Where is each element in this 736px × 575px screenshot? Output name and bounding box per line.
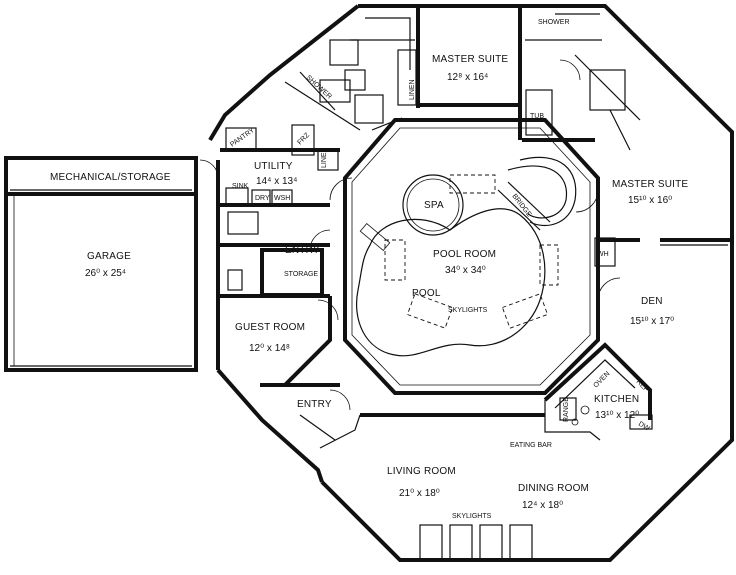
room-entry-bottom-name: ENTRY bbox=[285, 245, 320, 256]
room-pool-name: POOL bbox=[412, 288, 441, 299]
room-kitchen-dim: 13¹⁰ x 12⁰ bbox=[595, 410, 639, 421]
room-guest-room-dim: 12⁰ x 14⁸ bbox=[249, 343, 290, 354]
fixture-linen-utility: LINEN bbox=[321, 147, 328, 168]
room-kitchen-name: KITCHEN bbox=[594, 394, 639, 405]
fixture-ref: REF bbox=[635, 378, 650, 393]
skylights-pool bbox=[359, 174, 559, 329]
room-garage-name: GARAGE bbox=[87, 251, 131, 262]
room-pool-room-dim: 34⁰ x 34⁰ bbox=[445, 265, 486, 276]
room-dining-room-name: DINING ROOM bbox=[518, 483, 589, 494]
fixture-wh: WH bbox=[597, 251, 609, 258]
fixture-oven: OVEN bbox=[592, 370, 611, 389]
room-garage-dim: 26⁰ x 25⁴ bbox=[85, 268, 126, 279]
fixture-wsh: WSH bbox=[274, 195, 290, 202]
fixture-linen-top: LINEN bbox=[409, 79, 416, 100]
room-master-suite-top-name: MASTER SUITE bbox=[432, 54, 508, 65]
room-den-dim: 15¹⁰ x 17⁰ bbox=[630, 316, 674, 327]
pool-outline bbox=[356, 208, 546, 357]
room-utility-name: UTILITY bbox=[254, 161, 293, 172]
exterior-walls bbox=[208, 4, 734, 562]
bridge bbox=[497, 156, 577, 231]
room-entry-left-name: ENTRY bbox=[297, 399, 332, 410]
fixture-eating-bar: EATING BAR bbox=[510, 442, 552, 449]
room-mechanical-name: MECHANICAL/STORAGE bbox=[50, 172, 171, 183]
room-utility-dim: 14⁴ x 13⁴ bbox=[256, 176, 297, 187]
room-living-room-name: LIVING ROOM bbox=[387, 466, 456, 477]
skylights-living bbox=[419, 524, 533, 560]
fixture-dry: DRY bbox=[255, 195, 270, 202]
interior-walls bbox=[220, 8, 732, 449]
room-den-name: DEN bbox=[641, 296, 663, 307]
room-living-room-dim: 21⁰ x 18⁰ bbox=[399, 488, 440, 499]
room-master-suite-top-dim: 12⁸ x 16⁴ bbox=[447, 72, 488, 83]
fixture-skylights-living: SKYLIGHTS bbox=[452, 513, 492, 520]
door-swings bbox=[199, 59, 621, 411]
room-master-suite-right-dim: 15¹⁰ x 16⁰ bbox=[628, 195, 672, 206]
garage-block bbox=[4, 156, 198, 372]
room-dining-room-dim: 12⁴ x 18⁰ bbox=[522, 500, 563, 511]
fixture-pantry: PANTRY bbox=[229, 127, 256, 149]
fixture-skylights-pool: SKYLIGHTS bbox=[448, 307, 488, 314]
room-spa-name: SPA bbox=[424, 200, 444, 211]
room-master-suite-right-name: MASTER SUITE bbox=[612, 179, 688, 190]
fixture-range: RANGE bbox=[563, 397, 570, 422]
fixture-tub: TUB bbox=[530, 113, 544, 120]
room-pool-room-name: POOL ROOM bbox=[433, 249, 496, 260]
fixture-sink: SINK bbox=[232, 183, 249, 190]
fixture-shower-top: SHOWER bbox=[538, 19, 570, 26]
room-guest-room-name: GUEST ROOM bbox=[235, 322, 305, 333]
fixture-frz: FRZ bbox=[296, 131, 311, 146]
fixture-dw: DW bbox=[637, 421, 651, 433]
fixture-storage: STORAGE bbox=[284, 271, 318, 278]
spa-outline bbox=[402, 174, 464, 236]
